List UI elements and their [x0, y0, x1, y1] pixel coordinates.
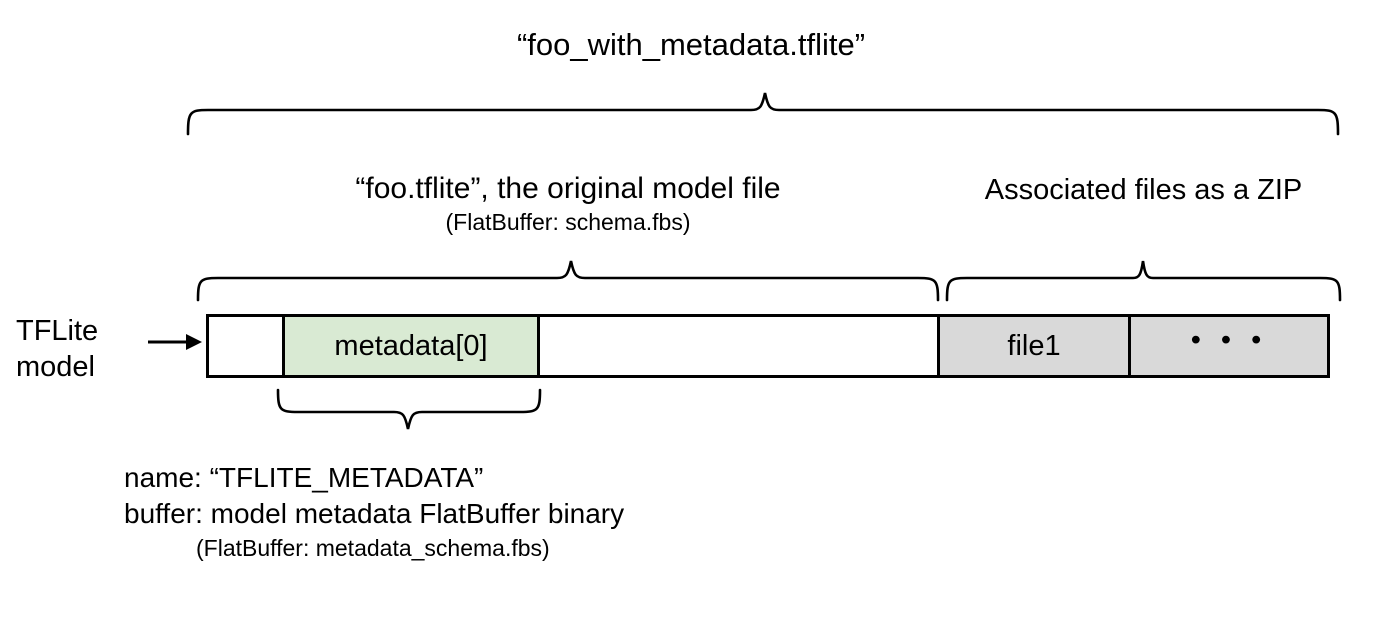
- tflite-model-bar: metadata[0] file1 • • •: [206, 314, 1330, 378]
- model-label-line2: model: [16, 351, 95, 383]
- file1-cell-label: file1: [1007, 329, 1061, 362]
- model-label-line1: TFLite: [16, 315, 99, 347]
- metadata-annotation-buffer: buffer: model metadata FlatBuffer binary: [124, 498, 625, 529]
- metadata-cell-label: metadata[0]: [334, 329, 488, 362]
- page-title: “foo_with_metadata.tflite”: [516, 27, 866, 62]
- file1-cell: file1: [937, 317, 1131, 375]
- label-original-model-file-secondary: (FlatBuffer: schema.fbs): [445, 209, 691, 235]
- more-files-cell: • • •: [1131, 317, 1327, 375]
- brace-whole-file: [186, 92, 1340, 136]
- label-associated-files: Associated files as a ZIP: [984, 174, 1303, 206]
- model-label: TFLite model: [16, 313, 146, 385]
- label-original-model-file-primary: “foo.tflite”, the original model file: [355, 172, 781, 205]
- brace-metadata-detail: [276, 388, 542, 430]
- metadata-cell: metadata[0]: [282, 317, 540, 375]
- metadata-annotation-schema: (FlatBuffer: metadata_schema.fbs): [196, 535, 550, 561]
- metadata-annotation: name: “TFLITE_METADATA” buffer: model me…: [124, 460, 624, 564]
- arrow-icon: [148, 334, 202, 350]
- header-empty-cell: [209, 317, 282, 375]
- brace-associated-files: [945, 260, 1342, 302]
- more-files-cell-label: • • •: [1190, 323, 1268, 356]
- brace-model-file: [196, 260, 940, 302]
- body-empty-cell: [540, 317, 937, 375]
- metadata-annotation-name: name: “TFLITE_METADATA”: [124, 462, 484, 493]
- label-original-model-file: “foo.tflite”, the original model file (F…: [198, 170, 938, 237]
